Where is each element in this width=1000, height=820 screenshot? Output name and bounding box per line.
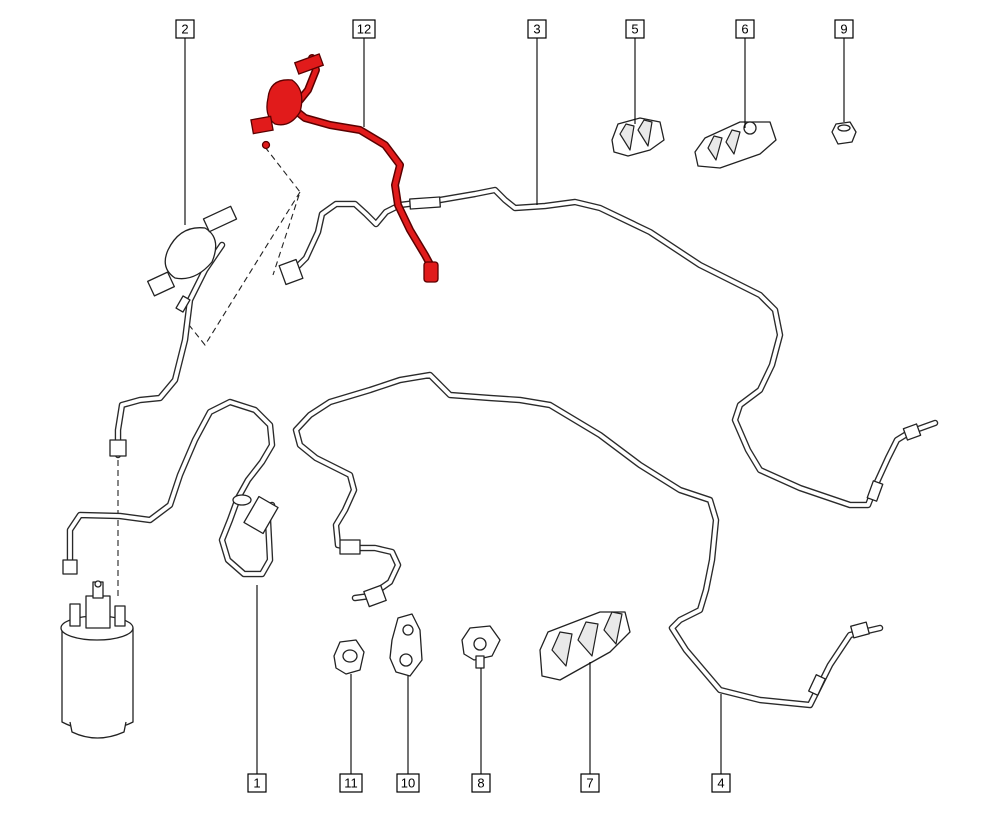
highlighted-part-12 [250,53,439,283]
svg-text:3: 3 [533,22,540,37]
assembly-dashed-lines [117,146,301,598]
svg-text:9: 9 [840,22,847,37]
clip-10 [389,613,423,677]
fuel-pump-module [60,580,134,739]
callout-11: 11 [339,773,363,793]
callout-1: 1 [247,773,267,793]
fuel-pipe-2-filter [109,205,238,459]
clip-7 [539,611,631,681]
callout-6: 6 [735,19,755,39]
svg-text:12: 12 [357,22,371,37]
clip-6 [694,121,777,169]
clip-8 [461,625,501,669]
callout-5: 5 [625,19,645,39]
svg-text:5: 5 [631,22,638,37]
fuel-pipe-1 [62,398,279,578]
clip-5 [611,117,665,157]
callout-7: 7 [580,773,600,793]
svg-text:10: 10 [401,776,415,791]
callout-3: 3 [527,19,547,39]
svg-text:7: 7 [586,776,593,791]
callout-4: 4 [711,773,731,793]
callout-10: 10 [396,773,420,793]
svg-text:6: 6 [741,22,748,37]
clip-11 [333,639,365,675]
svg-text:8: 8 [477,776,484,791]
callout-9: 9 [834,19,854,39]
callout-8: 8 [471,773,491,793]
svg-text:2: 2 [181,22,188,37]
svg-text:4: 4 [717,776,724,791]
svg-text:11: 11 [344,776,358,791]
callout-12: 12 [352,19,376,39]
leader-lines [184,38,845,774]
fuel-pipe-4 [292,371,884,709]
fuel-pipe-3 [278,186,939,509]
callout-2: 2 [175,19,195,39]
svg-text:1: 1 [253,776,260,791]
nut-9 [831,121,857,145]
